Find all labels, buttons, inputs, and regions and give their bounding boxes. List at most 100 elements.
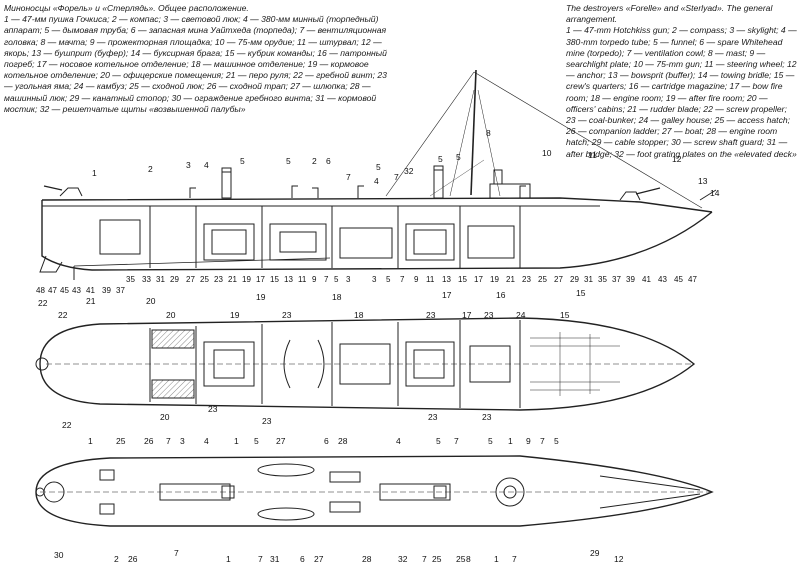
frame-number: 31	[156, 275, 165, 284]
deck-label: 3	[180, 436, 185, 446]
profile-label: 2	[312, 156, 317, 166]
officers-cabins-fwd	[151, 329, 195, 349]
mast-stay-fwd	[473, 71, 703, 209]
frame-number: 7	[400, 275, 405, 284]
profile-label: 7	[394, 172, 399, 182]
torpedo-tube-aft	[159, 483, 231, 501]
searchlight-plate	[495, 477, 525, 507]
frame-number: 5	[386, 275, 391, 284]
gun-aft	[59, 187, 83, 197]
frame-numbers-fwd: 3 5 7 9 11 13 15 17 19 21 23 25 27 29 31…	[372, 275, 697, 284]
officers-cabins-aft	[151, 379, 195, 399]
deck-label: 1	[508, 436, 513, 446]
profile-top-labels: 1 2 3 4 5 5 2 6 5 7 7 4 32 5 5 8 10 11 1…	[92, 128, 720, 198]
deck-label: 7	[174, 548, 179, 558]
deck-label: 28	[362, 554, 372, 564]
profile-label: 15	[576, 288, 586, 298]
hold-label: 23	[208, 404, 218, 414]
caption-english-title: The destroyers «Forelle» and «Sterlyad».…	[566, 3, 773, 25]
profile-label: 19	[256, 292, 266, 302]
frame-number: 25	[200, 275, 209, 284]
frame-number: 17	[256, 275, 265, 284]
profile-label: 10	[542, 148, 552, 158]
profile-label: 6	[326, 156, 331, 166]
hull-profile	[41, 200, 713, 271]
frame-number: 48	[36, 286, 45, 295]
deck-label: 31	[270, 554, 280, 564]
profile-label: 20	[146, 296, 156, 306]
deck-label: 7	[166, 436, 171, 446]
vent-cowl	[291, 185, 298, 198]
deck-label: 5	[554, 436, 559, 446]
boat-starboard	[257, 507, 315, 521]
galley-house	[469, 345, 511, 383]
hold-label: 15	[560, 310, 570, 320]
profile-label: 4	[374, 176, 379, 186]
deck-label: 5	[254, 436, 259, 446]
deck-bottom-labels: 30 2 26 7 1 7 31 6 27 28 32 7 25 25 8 1 …	[54, 548, 624, 564]
frame-number: 39	[626, 275, 635, 284]
frame-number: 31	[584, 275, 593, 284]
frame-number: 9	[414, 275, 419, 284]
deck-label: 2	[114, 554, 119, 564]
deck-label: 32	[398, 554, 408, 564]
funnel-aft-plan	[221, 485, 235, 499]
hold-plan-view	[35, 317, 696, 411]
hold-label: 17	[462, 310, 472, 320]
frame-number: 9	[312, 275, 317, 284]
deck-label: 7	[540, 436, 545, 446]
hold-label: 19	[230, 310, 240, 320]
frame-number: 27	[554, 275, 563, 284]
frame-number: 21	[228, 275, 237, 284]
frame-number: 33	[142, 275, 151, 284]
frame-number: 11	[426, 275, 435, 284]
hold-label: 22	[58, 310, 68, 320]
frame-number: 29	[570, 275, 579, 284]
frame-number: 27	[186, 275, 195, 284]
frame-number: 29	[170, 275, 179, 284]
funnel-fwd	[433, 165, 444, 199]
frame-number: 45	[60, 286, 69, 295]
hold-label: 23	[426, 310, 436, 320]
frame-number: 3	[372, 275, 377, 284]
frame-number: 23	[214, 275, 223, 284]
engine-room-hatch	[329, 471, 361, 483]
frame-number: 7	[324, 275, 329, 284]
hold-label: 23	[262, 416, 272, 426]
deck-top-labels: 1 25 26 7 3 4 1 5 27 6 28 4 5 7 5 1 9 7 …	[88, 436, 559, 446]
profile-label: 18	[332, 292, 342, 302]
hold-labels: 22 20 19 23 18 23 17 23 24 15 20 23 23 2…	[58, 310, 570, 430]
hold-label: 20	[166, 310, 176, 320]
hold-label: 23	[282, 310, 292, 320]
profile-label: 21	[86, 296, 96, 306]
deck-plan-view	[35, 455, 714, 527]
caption-english-legend: 1 — 47-mm Hotchkiss gun; 2 — compass; 3 …	[566, 25, 797, 159]
deck-label: 4	[396, 436, 401, 446]
hold-label: 20	[160, 412, 170, 422]
profile-label: 16	[496, 290, 506, 300]
funnel-aft	[221, 167, 232, 199]
caption-english: The destroyers «Forelle» and «Sterlyad».…	[566, 3, 798, 160]
deck-label: 5	[436, 436, 441, 446]
profile-label: 13	[698, 176, 708, 186]
frame-number: 37	[612, 275, 621, 284]
hull-plan-deck	[35, 455, 714, 527]
frame-number: 19	[490, 275, 499, 284]
engine-room	[283, 339, 325, 389]
profile-label: 4	[204, 160, 209, 170]
profile-label: 5	[376, 162, 381, 172]
deck-label: 7	[422, 554, 427, 564]
frame-number: 45	[674, 275, 683, 284]
profile-label: 1	[92, 168, 97, 178]
hold-label: 22	[62, 420, 72, 430]
deck-label: 7	[454, 436, 459, 446]
deck-label: 8	[466, 554, 471, 564]
frame-number: 11	[298, 275, 307, 284]
deck-label: 7	[258, 554, 263, 564]
after-fire-room	[203, 341, 255, 387]
frame-number: 15	[458, 275, 467, 284]
deck-label: 5	[488, 436, 493, 446]
hold-label: 24	[516, 310, 526, 320]
gun-fwd	[619, 191, 641, 201]
deck-label: 6	[324, 436, 329, 446]
